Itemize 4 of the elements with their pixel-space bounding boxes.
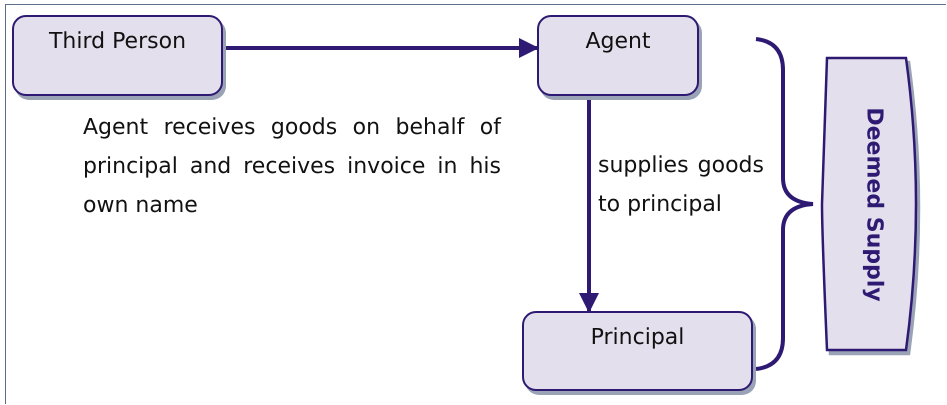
arrow: [223, 38, 539, 58]
plate-label: Deemed Supply: [862, 106, 886, 302]
edge-label: supplies goods to principal: [598, 152, 764, 219]
note-text: Agent receives goods on behalf of principal and receives invoice in his own name: [83, 114, 501, 220]
